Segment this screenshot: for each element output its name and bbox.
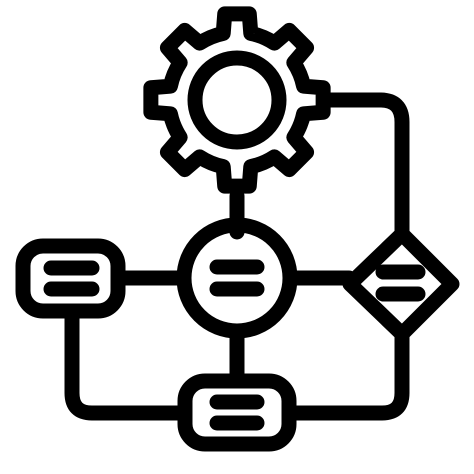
center-circle-node [176,217,298,339]
left-node-lines [43,260,100,297]
left-process-node [15,238,126,319]
decision-diamond-node [342,226,460,342]
connector-diamond-to-bottom [284,323,410,421]
gear-center-ring [187,50,287,150]
diamond-node-lines [375,264,426,302]
connector-gear-to-diamond [320,92,410,241]
bottom-process-node [177,373,297,452]
gear-icon [143,6,331,194]
center-node-lines [209,259,265,297]
bottom-node-lines [209,394,265,431]
connector-left-to-bottom [64,305,190,421]
